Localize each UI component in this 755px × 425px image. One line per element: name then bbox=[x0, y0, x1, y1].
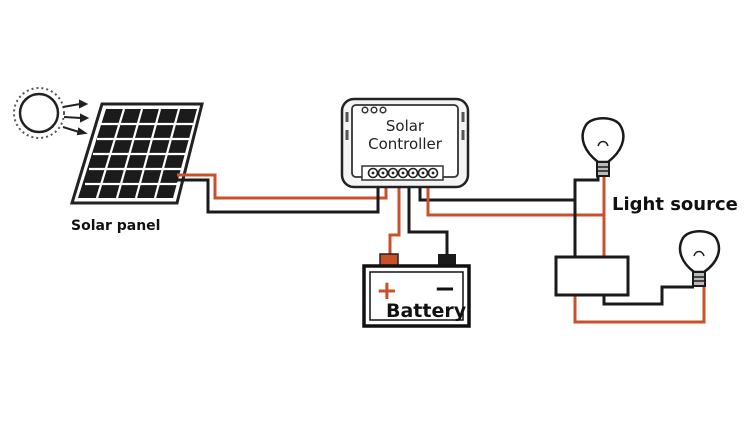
battery-negative-wire bbox=[407, 175, 449, 256]
solar-panel-icon bbox=[69, 102, 204, 205]
battery-icon bbox=[362, 253, 471, 328]
load-positive-wire bbox=[426, 175, 604, 217]
controller-icon bbox=[340, 97, 470, 189]
light-bulb-icon bbox=[678, 230, 721, 287]
solar-panel-label: Solar panel bbox=[71, 218, 161, 234]
battery-minus-sign: − bbox=[434, 274, 456, 304]
battery-label: Battery bbox=[386, 300, 467, 322]
battery-positive-wire bbox=[388, 175, 401, 256]
controller-label-line1: Solar bbox=[385, 117, 425, 135]
light-source-label: Light source bbox=[612, 194, 738, 215]
sun-icon bbox=[13, 87, 90, 139]
battery-wires bbox=[388, 175, 449, 256]
switch-box-icon bbox=[554, 255, 630, 297]
light-bulb-icon bbox=[581, 117, 625, 177]
battery-plus-sign: + bbox=[376, 276, 398, 306]
controller-label-line2: Controller bbox=[368, 135, 442, 153]
panel-negative-wire bbox=[172, 175, 380, 214]
panel-wires bbox=[172, 173, 388, 214]
panel-positive-wire bbox=[177, 173, 388, 200]
